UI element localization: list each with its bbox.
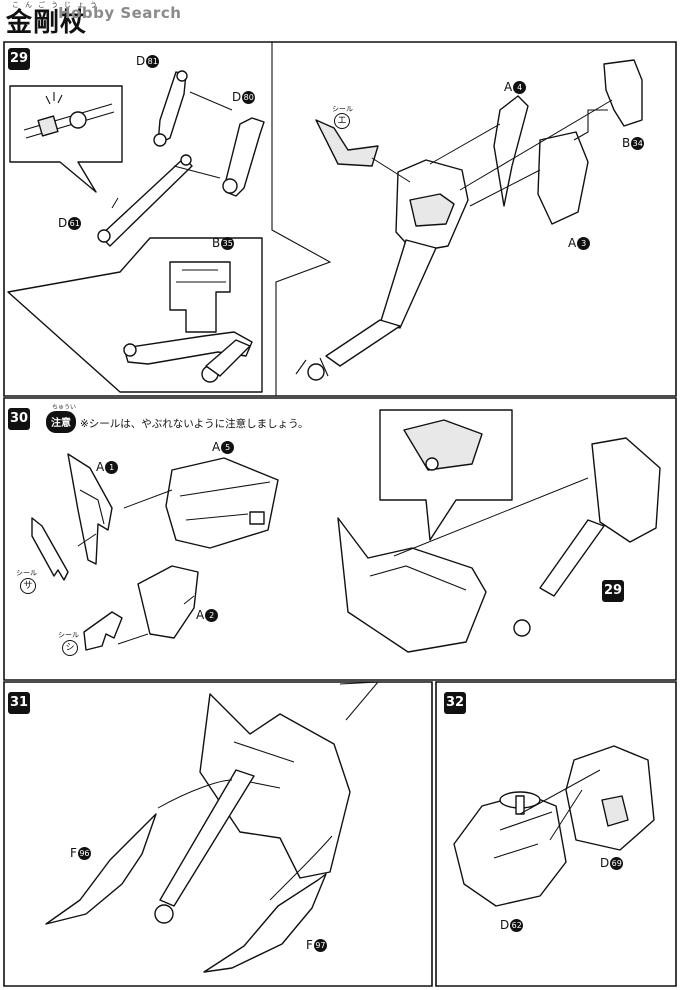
step31-callout-arrow	[339, 681, 380, 721]
part-d61	[99, 157, 193, 247]
step-ref-29: 29	[602, 580, 624, 602]
step-32-badge: 32	[444, 692, 466, 714]
seal-sa-shape	[31, 517, 69, 581]
seal-shi-shape	[83, 611, 123, 651]
part-a1-inner	[79, 489, 105, 525]
assembled-body-30	[591, 437, 661, 543]
step29-zoom-bubble	[9, 85, 123, 193]
seal-sa-caption: シール	[16, 569, 37, 577]
part-f97	[203, 873, 327, 973]
part-a3	[537, 131, 589, 225]
seal-shi-caption: シール	[58, 631, 79, 639]
seal-sa-mark: サ	[20, 578, 36, 594]
caution-text: ※シールは、やぶれないように注意しましょう。	[80, 418, 309, 430]
part-f96	[45, 813, 157, 925]
part-d62	[453, 793, 567, 907]
step29-zoom-bubble-2	[7, 237, 263, 393]
title-ruby: こんごうじょう	[12, 1, 103, 9]
seal-e-mark: エ	[334, 113, 350, 129]
step-29-badge: 29	[8, 48, 30, 70]
step32-frame	[435, 681, 677, 987]
caution-ruby: ちゅうい	[52, 404, 77, 411]
part-a2	[137, 565, 199, 639]
part-a4	[493, 95, 529, 207]
step31-frame	[3, 681, 433, 987]
step30-frame	[3, 397, 677, 681]
part-b34	[603, 59, 643, 127]
watermark: Hobby Search	[58, 4, 182, 22]
step-30-badge: 30	[8, 408, 30, 430]
part-a1	[67, 453, 113, 565]
seal-e-shape	[315, 119, 379, 167]
caution-tag: 注意	[46, 411, 76, 433]
step29-divider	[271, 42, 332, 396]
step29-frame	[3, 41, 677, 397]
part-d81	[157, 71, 187, 145]
seal-shi-mark: シ	[62, 640, 78, 656]
page-header: こんごうじょう 金剛杖 Hobby Search	[0, 0, 680, 40]
seal-e-caption: シール	[332, 105, 353, 113]
page-title: 金剛杖	[6, 8, 88, 38]
assembled-31	[199, 693, 351, 879]
assembled-head-30	[337, 517, 487, 653]
part-a5	[165, 457, 279, 549]
step-31-badge: 31	[8, 692, 30, 714]
